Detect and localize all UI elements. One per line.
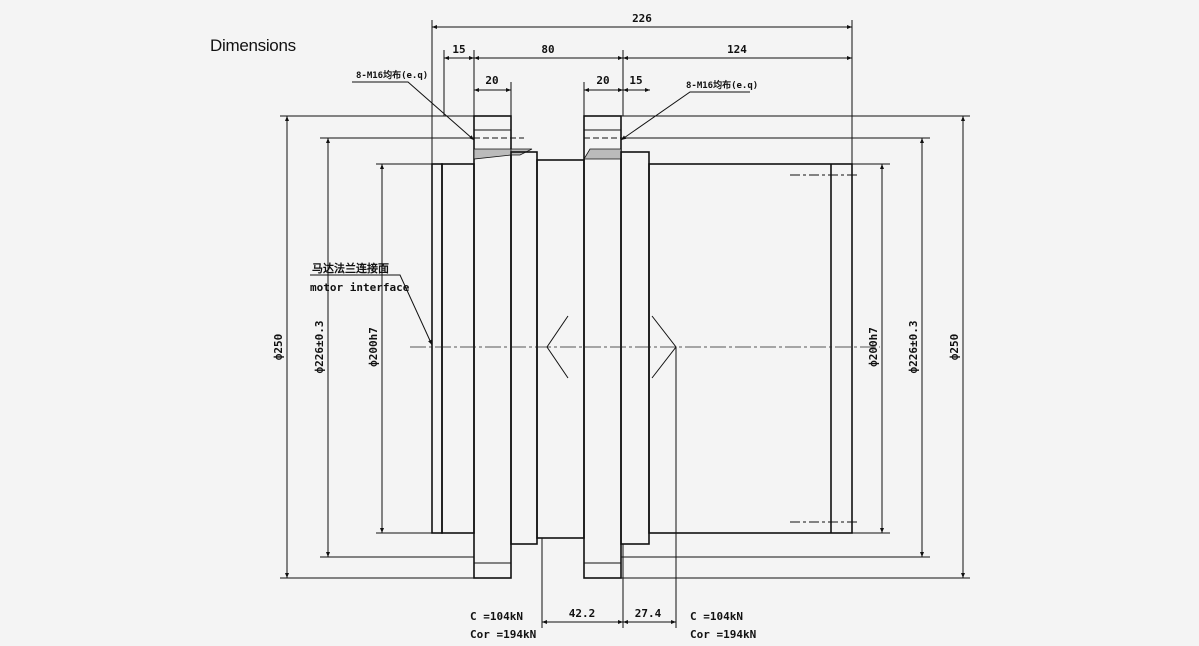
dim-pilot-right: ф200h7 <box>867 327 880 367</box>
dim-overall: 226 <box>632 12 652 25</box>
dim-bottom-offset: 27.4 <box>635 607 662 620</box>
bearing-body <box>410 115 880 579</box>
dim-bottom-gap: 42.2 <box>569 607 596 620</box>
dim-od-right: ф250 <box>948 334 961 361</box>
dim-left-face: 15 <box>452 43 465 56</box>
label-holes-left: 8-M16均布(e.q) <box>356 69 428 81</box>
leader-motor <box>310 274 433 346</box>
label-motor-cn: 马达法兰连接面 <box>312 261 389 275</box>
label-motor-en: motor interface <box>310 281 410 294</box>
dim-pilot-left: ф200h7 <box>367 327 380 367</box>
dim-pcd-left: ф226±0.3 <box>313 321 326 374</box>
right-weld-hatch <box>583 148 622 160</box>
dim-spacing: 80 <box>541 43 554 56</box>
dim-left-flange: 20 <box>485 74 498 87</box>
leader-holes-left <box>352 81 475 141</box>
center-shaft <box>536 159 585 539</box>
label-holes-right: 8-M16均布(e.q) <box>686 79 758 91</box>
page-title: Dimensions <box>210 36 296 55</box>
left-inner-ring <box>510 151 538 545</box>
dim-od-left: ф250 <box>272 334 285 361</box>
load-left-c: C =104kN <box>470 610 523 623</box>
motor-pilot <box>431 163 443 534</box>
left-hub <box>441 163 475 534</box>
extension-lines <box>280 20 970 628</box>
left-weld-hatch <box>473 148 512 160</box>
dim-right-len: 124 <box>727 43 747 56</box>
right-housing <box>648 163 853 534</box>
load-right-cor: Cor =194kN <box>690 628 756 641</box>
annotation-texts: 8-M16均布(e.q) 8-M16均布(e.q) 马达法兰连接面 motor … <box>310 69 758 641</box>
dim-pcd-right: ф226±0.3 <box>907 321 920 374</box>
load-right-c: C =104kN <box>690 610 743 623</box>
leader-holes-right <box>620 91 750 141</box>
right-step <box>620 151 650 545</box>
dim-right-step: 15 <box>629 74 642 87</box>
dimension-texts: 226 15 80 124 20 20 15 42.2 27.4 ф250 ф2… <box>272 12 961 620</box>
load-left-cor: Cor =194kN <box>470 628 536 641</box>
dimension-lines <box>285 25 965 624</box>
leaders <box>310 81 750 346</box>
dim-right-flange: 20 <box>596 74 609 87</box>
